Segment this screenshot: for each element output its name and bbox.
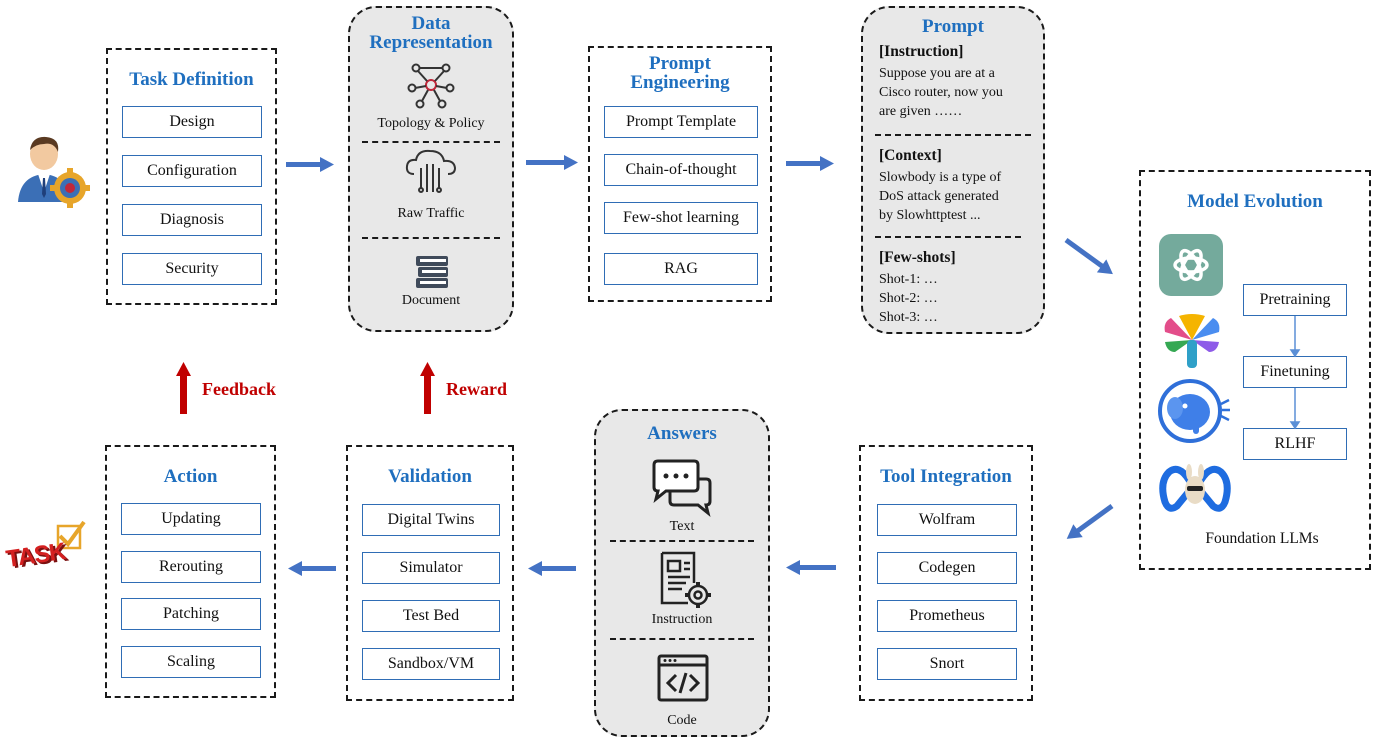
action-rerouting: Rerouting: [121, 551, 261, 583]
pe-prompt-template: Prompt Template: [604, 106, 758, 138]
palm-logo-icon: [1164, 314, 1220, 368]
foundation-llms-caption: Foundation LLMs: [1205, 530, 1319, 547]
data-rep-separator-2: [362, 237, 500, 239]
chat-bubbles-icon: [652, 459, 712, 517]
pe-chain-of-thought: Chain-of-thought: [604, 154, 758, 186]
prompt-separator-1: [875, 134, 1031, 136]
reward-arrow: [420, 362, 435, 414]
prompt-fewshot-line-1: Shot-1: …: [879, 272, 938, 287]
prompt-instruction-head: [Instruction]: [879, 43, 964, 60]
validation-simulator: Simulator: [362, 552, 500, 584]
validation-digital-twins: Digital Twins: [362, 504, 500, 536]
action-updating: Updating: [121, 503, 261, 535]
step-rlhf: RLHF: [1243, 428, 1347, 460]
prompt-fewshot-line-3: Shot-3: …: [879, 310, 938, 325]
cloud-traffic-icon: [405, 149, 457, 193]
raw-traffic-caption: Raw Traffic: [397, 206, 465, 221]
action-panel: Action Updating Rerouting Patching Scali…: [105, 445, 276, 698]
arrow-data-to-pe: [526, 155, 578, 170]
llama-logo-icon: [1159, 464, 1231, 512]
feedback-arrow: [176, 362, 191, 414]
prompt-context-head: [Context]: [879, 147, 942, 164]
arrow-tools-to-answers: [786, 560, 836, 575]
answers-panel: Answers Text Instruction Code: [594, 409, 770, 737]
prompt-fewshot-head: [Few-shots]: [879, 249, 956, 266]
pe-few-shot: Few-shot learning: [604, 202, 758, 234]
answer-text-caption: Text: [669, 519, 695, 534]
feedback-label: Feedback: [202, 379, 276, 399]
prompt-context-line-1: Slowbody is a type of: [879, 170, 1002, 185]
arrow-pe-to-prompt: [786, 156, 834, 171]
model-evolution-title: Model Evolution: [1187, 191, 1323, 212]
validation-test-bed: Test Bed: [362, 600, 500, 632]
arrow-answers-to-validation: [528, 561, 576, 576]
task-security: Security: [122, 253, 262, 285]
prompt-fewshot-line-2: Shot-2: …: [879, 291, 938, 306]
model-evolution-panel: Model Evolution Pretraining F: [1139, 170, 1371, 570]
arrow-prompt-to-model: [1064, 237, 1113, 275]
task-diagnosis: Diagnosis: [122, 204, 262, 236]
prompt-title: Prompt: [922, 16, 984, 37]
action-title: Action: [163, 466, 218, 487]
step-finetuning: Finetuning: [1243, 356, 1347, 388]
arrow-model-to-tools: [1066, 503, 1114, 539]
task-badge-icon: TASK: [4, 520, 86, 584]
prompt-engineering-panel: Prompt Engineering Prompt Template Chain…: [588, 46, 772, 302]
data-rep-separator-1: [362, 141, 500, 143]
answer-code-caption: Code: [667, 713, 697, 728]
user-gear-icon: [18, 136, 90, 208]
data-representation-panel: Data Representation Topology & Policy Ra…: [348, 6, 514, 332]
prompt-engineering-title-1: Prompt: [649, 53, 711, 74]
tool-snort: Snort: [877, 648, 1017, 680]
instruction-doc-icon: [660, 551, 711, 608]
tool-codegen: Codegen: [877, 552, 1017, 584]
answer-instruction-caption: Instruction: [651, 612, 713, 627]
action-patching: Patching: [121, 598, 261, 630]
evolution-step-arrows: [1289, 316, 1301, 430]
prompt-separator-2: [875, 236, 1021, 238]
prompt-engineering-title-2: Engineering: [630, 72, 730, 93]
prompt-instruction-line-3: are given ……: [879, 104, 963, 119]
task-configuration: Configuration: [122, 155, 262, 187]
prompt-instruction-line-2: Cisco router, now you: [879, 85, 1003, 100]
prompt-context-line-3: by Slowhttptest ...: [879, 208, 981, 223]
task-design: Design: [122, 106, 262, 138]
topology-icon: [407, 63, 455, 109]
code-window-icon: [657, 654, 709, 702]
prompt-panel: Prompt [Instruction] Suppose you are at …: [861, 6, 1045, 334]
data-representation-title-1: Data: [411, 13, 451, 34]
tool-integration-title: Tool Integration: [880, 466, 1012, 487]
tool-prometheus: Prometheus: [877, 600, 1017, 632]
topology-caption: Topology & Policy: [377, 116, 485, 131]
prompt-instruction-line-1: Suppose you are at a: [879, 66, 995, 81]
openai-logo-icon: [1159, 234, 1223, 296]
tool-wolfram: Wolfram: [877, 504, 1017, 536]
answers-separator-1: [610, 540, 754, 542]
elephant-logo-icon: [1158, 379, 1230, 443]
pe-rag: RAG: [604, 253, 758, 285]
arrow-task-to-data: [286, 157, 334, 172]
task-definition-title: Task Definition: [129, 69, 254, 90]
tool-integration-panel: Tool Integration Wolfram Codegen Prometh…: [859, 445, 1033, 701]
prompt-context-line-2: DoS attack generated: [879, 189, 999, 204]
answers-title: Answers: [647, 423, 717, 444]
arrow-validation-to-action: [288, 561, 336, 576]
action-scaling: Scaling: [121, 646, 261, 678]
validation-panel: Validation Digital Twins Simulator Test …: [346, 445, 514, 701]
document-books-icon: [416, 256, 448, 288]
reward-label: Reward: [446, 379, 507, 399]
validation-title: Validation: [388, 466, 472, 487]
step-pretraining: Pretraining: [1243, 284, 1347, 316]
task-definition-panel: Task Definition Design Configuration Dia…: [106, 48, 277, 305]
answers-separator-2: [610, 638, 754, 640]
validation-sandbox: Sandbox/VM: [362, 648, 500, 680]
data-representation-title-2: Representation: [369, 32, 493, 53]
document-caption: Document: [401, 293, 461, 308]
